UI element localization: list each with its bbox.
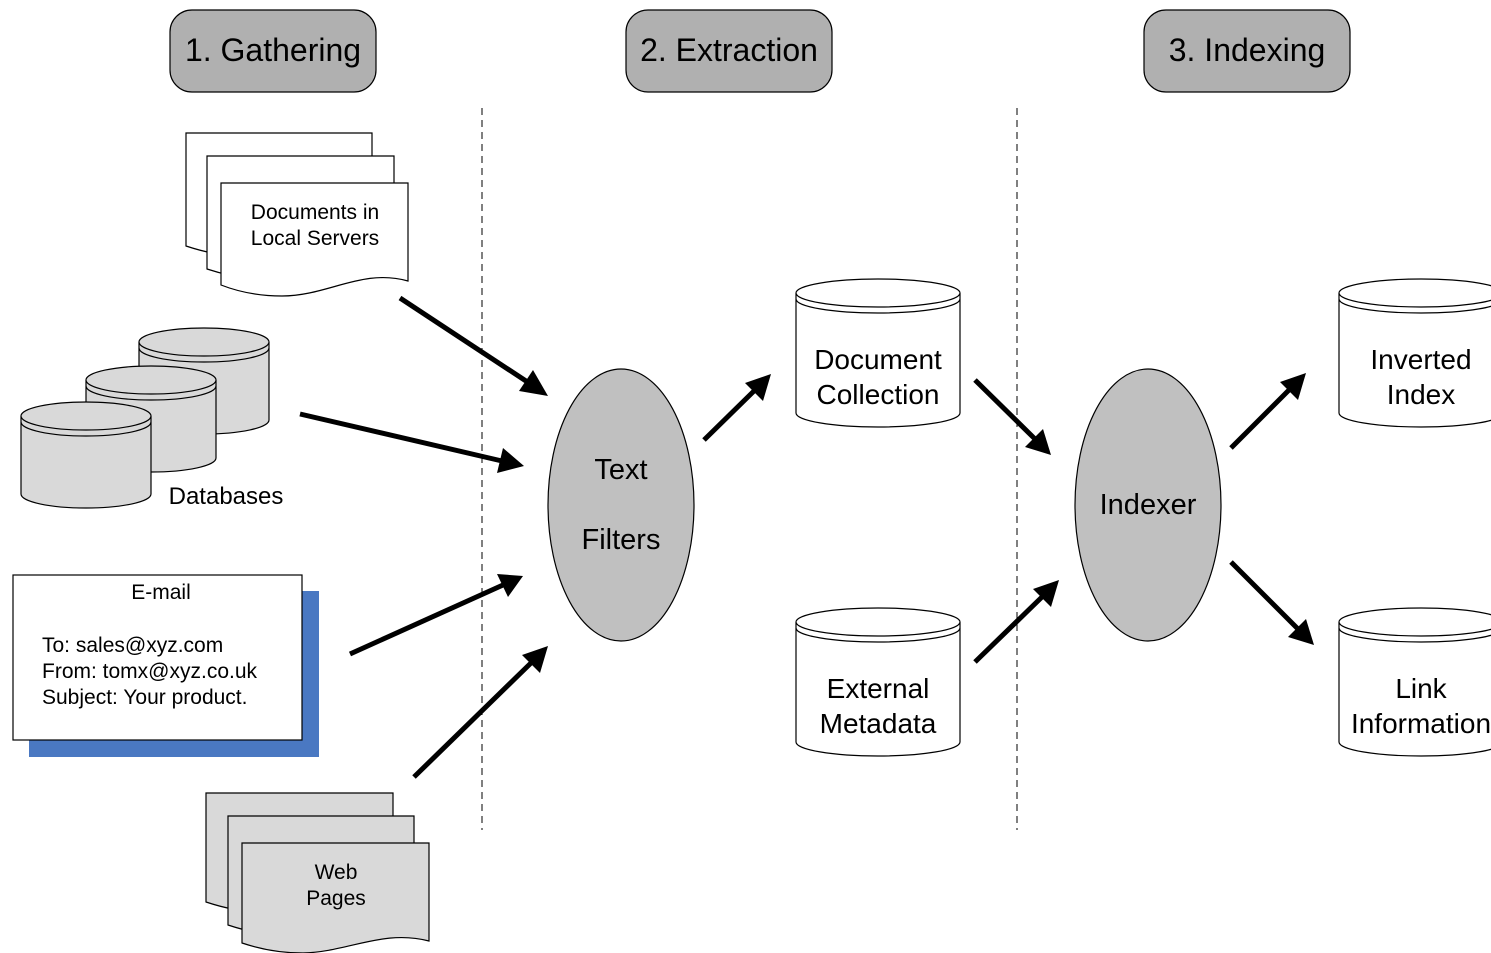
indexer-node: Indexer [1074, 368, 1222, 642]
arrows [299, 295, 1314, 779]
arrow-email-to-filters [348, 574, 523, 657]
web-pages-label-line1: Web [315, 861, 358, 884]
arrow-indexer-to-link [1229, 560, 1314, 645]
external-metadata-label-line1: External [827, 673, 930, 704]
stage-gathering: 1. Gathering [169, 9, 377, 93]
indexer-label: Indexer [1100, 489, 1197, 521]
arrow-metadata-to-indexer [973, 580, 1059, 664]
documents-label-line2: Local Servers [251, 227, 379, 250]
stage-gathering-label: 1. Gathering [185, 32, 361, 68]
document-collection-label-line2: Collection [817, 379, 940, 410]
arrow-databases-to-filters [299, 411, 524, 473]
external-metadata-label-line2: Metadata [820, 708, 937, 739]
arrow-web-to-filters [412, 646, 548, 779]
text-filters-label-line2: Filters [582, 524, 661, 556]
inverted-index-label-line1: Inverted [1370, 344, 1471, 375]
inverted-index-label-line2: Index [1387, 379, 1456, 410]
external-metadata-db: External Metadata [795, 607, 961, 757]
text-filters-label-line1: Text [594, 454, 647, 486]
email-card: E-mail To: sales@xyz.com From: tomx@xyz.… [12, 574, 319, 757]
arrow-documents-to-filters [398, 295, 548, 396]
documents-label-line1: Documents in [251, 201, 379, 224]
link-information-db: Link Information [1338, 607, 1491, 757]
web-pages-label-line2: Pages [306, 887, 366, 910]
stage-indexing-label: 3. Indexing [1169, 32, 1326, 68]
text-filters-node: Text Filters [547, 368, 695, 642]
link-information-label-line1: Link [1395, 673, 1447, 704]
documents-local-servers-icon: Documents in Local Servers [185, 132, 409, 297]
email-title: E-mail [131, 581, 191, 604]
arrow-indexer-to-inverted [1229, 373, 1306, 450]
email-to: To: sales@xyz.com [42, 634, 223, 657]
web-pages-icon: Web Pages [205, 792, 430, 953]
stage-indexing: 3. Indexing [1143, 9, 1351, 93]
email-from: From: tomx@xyz.co.uk [42, 660, 258, 683]
databases-label: Databases [169, 483, 284, 510]
link-information-label-line2: Information [1351, 708, 1491, 739]
email-subject: Subject: Your product. [42, 686, 247, 709]
stage-extraction: 2. Extraction [625, 9, 833, 93]
document-collection-label-line1: Document [814, 344, 942, 375]
arrow-filters-to-collection [702, 374, 771, 442]
stage-extraction-label: 2. Extraction [640, 32, 818, 68]
document-collection-db: Document Collection [795, 278, 961, 428]
arrow-collection-to-indexer [973, 378, 1051, 455]
inverted-index-db: Inverted Index [1338, 278, 1491, 428]
databases-icon [20, 327, 270, 509]
